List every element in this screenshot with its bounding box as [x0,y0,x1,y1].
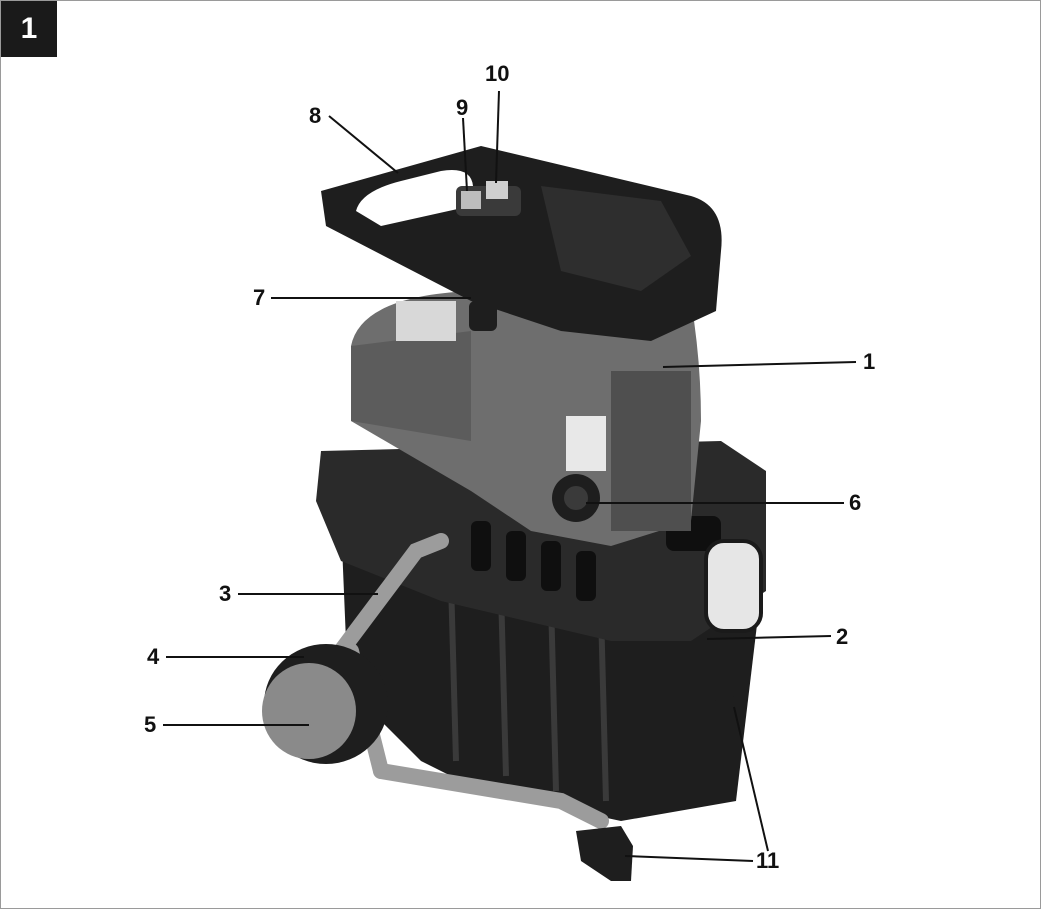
callout-leaders [163,90,857,862]
callout-3-cart-frame: 3 [219,581,232,606]
wheel-hub [262,663,356,759]
callout-10-on-off-switch: 10 [485,61,510,86]
callout-4-wheel: 4 [147,644,160,669]
rotation-label [566,416,606,471]
lid-vents [471,516,721,601]
callout-7-locking-knob: 7 [253,285,266,310]
callout-9-reset-button: 9 [456,95,469,120]
figure-number-badge: 1 [1,1,57,57]
rear-foot [576,826,633,881]
bin-handle [704,539,763,633]
locking-knob [469,301,497,331]
callout-6-adjustment-knob: 6 [849,490,862,515]
side-foot [713,696,741,726]
callout-8-carry-handle: 8 [309,103,322,128]
callout-11-support-feet: 11 [756,848,780,873]
callout-5-wheel-hub: 5 [144,712,157,737]
callout-2-collection-bin: 2 [836,624,849,649]
bin-ribs [448,580,609,802]
housing-grille [611,371,691,531]
reset-button [461,191,481,209]
on-off-switch [486,181,508,199]
callout-1-motor-housing: 1 [863,349,876,374]
warning-label [396,301,456,341]
